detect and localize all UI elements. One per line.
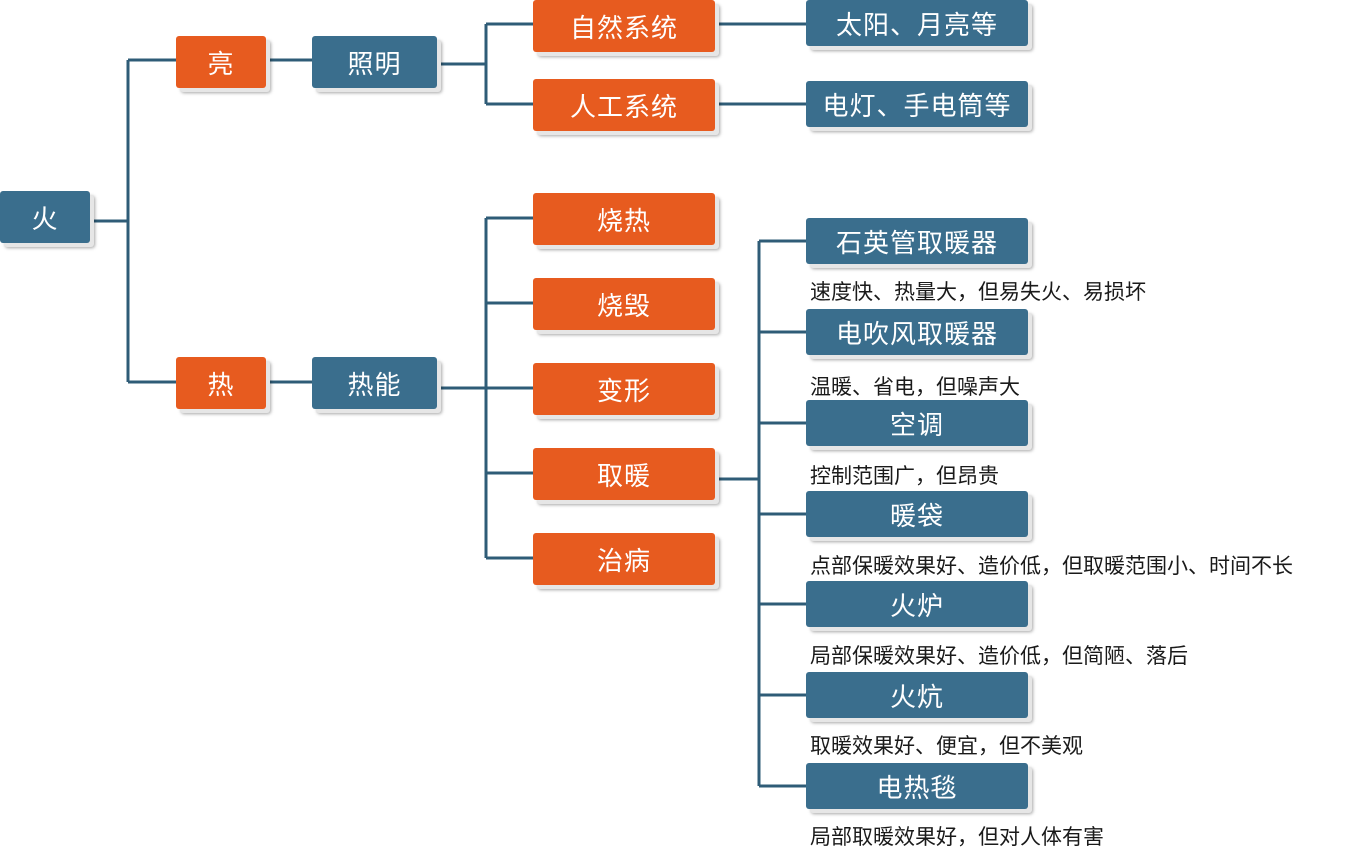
heat-use-treatment-node: 治病 <box>533 533 715 585</box>
natural-system-node: 自然系统 <box>533 0 715 52</box>
heater-kang-note: 取暖效果好、便宜，但不美观 <box>810 734 1083 758</box>
heater-ac-note: 控制范围广，但昂贵 <box>810 464 999 488</box>
heater-ac-node: 空调 <box>806 400 1028 446</box>
artificial-system-node: 人工系统 <box>533 79 715 131</box>
root-node: 火 <box>0 191 90 243</box>
heater-stove-note: 局部保暖效果好、造价低，但简陋、落后 <box>810 644 1188 668</box>
heater-electric-blanket-note: 局部取暖效果好，但对人体有害 <box>810 825 1104 849</box>
branch-light-node: 亮 <box>176 36 266 88</box>
heater-quartz-note: 速度快、热量大，但易失火、易损坏 <box>810 280 1146 304</box>
branch-heat-node: 热 <box>176 357 266 409</box>
artificial-example-node: 电灯、手电筒等 <box>806 81 1028 127</box>
heat-use-burn-hot-node: 烧热 <box>533 193 715 245</box>
heater-quartz-node: 石英管取暖器 <box>806 218 1028 264</box>
natural-example-node: 太阳、月亮等 <box>806 0 1028 46</box>
heater-blower-node: 电吹风取暖器 <box>806 309 1028 355</box>
heater-electric-blanket-node: 电热毯 <box>806 763 1028 809</box>
heat-use-deform-node: 变形 <box>533 363 715 415</box>
heater-warm-bag-node: 暖袋 <box>806 491 1028 537</box>
heater-stove-node: 火炉 <box>806 581 1028 627</box>
heat-use-destroy-node: 烧毁 <box>533 278 715 330</box>
thermal-energy-node: 热能 <box>312 357 437 409</box>
heat-use-warming-node: 取暖 <box>533 448 715 500</box>
heater-blower-note: 温暖、省电，但噪声大 <box>810 375 1020 399</box>
heater-kang-node: 火炕 <box>806 672 1028 718</box>
heater-warm-bag-note: 点部保暖效果好、造价低，但取暖范围小、时间不长 <box>810 554 1293 578</box>
lighting-node: 照明 <box>312 36 437 88</box>
